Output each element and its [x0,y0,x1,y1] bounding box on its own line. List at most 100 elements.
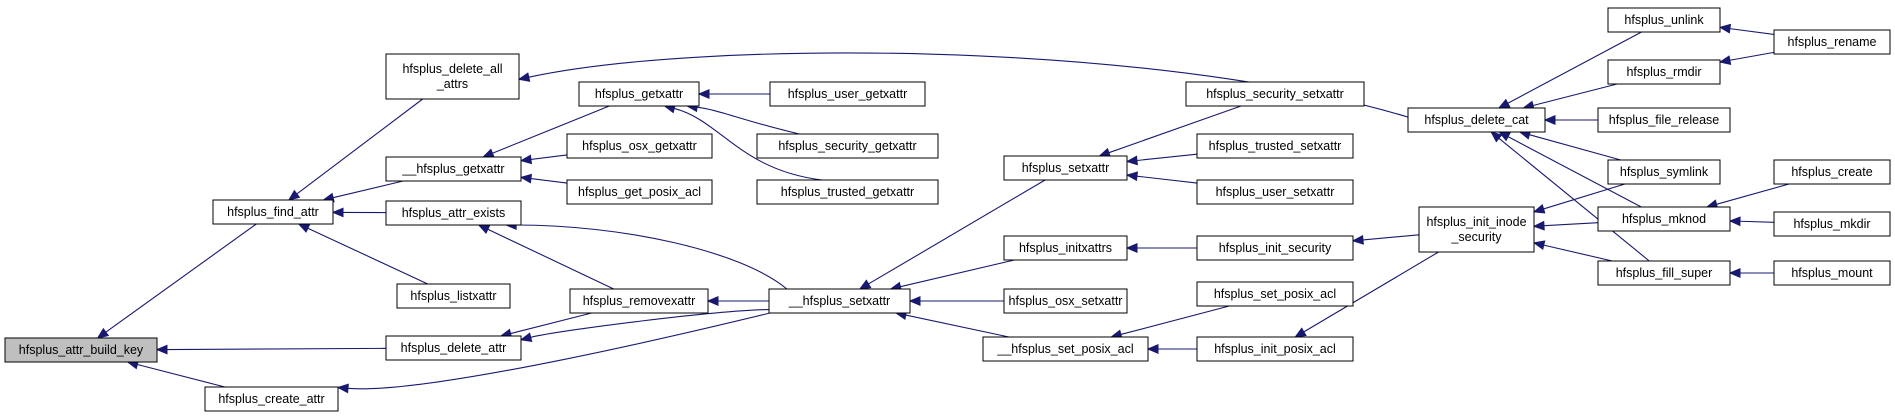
node-hfsplus-set-posix-acl[interactable]: hfsplus_set_posix_acl [1196,281,1354,307]
node-box [1003,288,1128,314]
node-box [982,336,1149,362]
edge-n14-to-n9 [685,102,800,135]
node-label: hfsplus_attr_build_key [19,343,144,357]
node-box [1597,107,1731,133]
node-hfsplus-security-setxattr[interactable]: hfsplus_security_setxattr [1185,81,1365,107]
node-hfsplus-user-getxattr[interactable]: hfsplus_user_getxattr [769,81,926,107]
arrow-head [1728,268,1741,278]
node-hfsplus-fill-super[interactable]: hfsplus_fill_super [1597,260,1731,286]
node-hfsplus-osx-getxattr[interactable]: hfsplus_osx_getxattr [566,133,713,159]
arrow-head [519,332,533,343]
node-hfsplus-osx-setxattr[interactable]: hfsplus_osx_setxattr [1003,288,1128,314]
edge-n12-to-n3 [519,309,770,343]
edge-line [105,223,257,333]
node-box [1196,133,1354,159]
node-hfsplus-removexattr[interactable]: hfsplus_removexattr [569,288,709,314]
node-hfsplus-mknod[interactable]: hfsplus_mknod [1597,206,1731,232]
edge-line [1507,31,1642,104]
edge-n36-to-n32 [1728,216,1775,227]
node-box [385,335,522,361]
edge-line [1729,51,1775,61]
node-box [1196,281,1354,307]
node-label: hfsplus_trusted_setxattr [1209,139,1342,153]
node-hfsplus-rmdir[interactable]: hfsplus_rmdir [1607,59,1721,85]
edge-line [1532,83,1618,107]
node-hfsplus-find-attr[interactable]: hfsplus_find_attr [212,199,334,225]
edge-n21-to-n16 [1125,153,1198,166]
arrow-head [1718,23,1732,34]
node-hfsplus-init-posix-acl[interactable]: hfsplus_init_posix_acl [1196,336,1354,362]
node-hfsplus-getxattr[interactable]: hfsplus_getxattr [578,81,700,107]
node-label: hfsplus_fill_super [1616,266,1713,280]
node-hfsplus-file-release[interactable]: hfsplus_file_release [1597,107,1731,133]
edge-line [1108,105,1242,154]
node-hfsplus-delete-cat[interactable]: hfsplus_delete_cat [1407,107,1546,133]
node-hfsplus-delete-all-attrs[interactable]: hfsplus_delete_all_attrs [385,53,520,100]
node-label: hfsplus_mount [1791,266,1873,280]
arrow-head [477,224,491,234]
arrow-head [908,296,921,306]
node-box [396,283,511,309]
node-hfsplus-rename[interactable]: hfsplus_rename [1773,29,1891,55]
node-hfsplus-listxattr[interactable]: hfsplus_listxattr [396,283,511,309]
node-label: hfsplus_symlink [1620,165,1709,179]
node-hfsplus-create[interactable]: hfsplus_create [1773,159,1891,185]
node-label: hfsplus_init_inode [1426,215,1526,229]
arrow-head [519,173,533,184]
node-hfsplus-security-getxattr[interactable]: hfsplus_security_getxattr [756,133,939,159]
edge-n18-to-n12 [908,296,1004,306]
node-box [566,133,713,159]
edge-n13-to-n9 [697,89,770,99]
node-box [1185,81,1365,107]
node-label: hfsplus_init_posix_acl [1214,342,1336,356]
node-hfsplus-setxattr[interactable]: hfsplus_setxattr [1003,155,1128,181]
edge-n27-to-n25 [1294,251,1439,338]
node-label: hfsplus_trusted_getxattr [781,185,914,199]
node-hfsplus-init-inode-security[interactable]: hfsplus_init_inode_security [1418,206,1535,253]
edge-n37-to-n33 [1728,268,1774,278]
node-hfsplus-create-attr[interactable]: hfsplus_create_attr [204,386,339,412]
node-hfsplus-symlink[interactable]: hfsplus_symlink [1607,159,1721,185]
node-hfsplus-attr-build-key[interactable]: hfsplus_attr_build_key [4,337,158,363]
node-label: hfsplus_find_attr [227,205,319,219]
node-label: _security [1450,230,1502,244]
node-label: hfsplus_security_setxattr [1206,87,1344,101]
node-hfsplus-set-posix-acl[interactable]: __hfsplus_set_posix_acl [982,336,1149,362]
edge-n35-to-n32 [1705,183,1790,209]
node-box [1773,260,1891,286]
node-hfsplus-trusted-setxattr[interactable]: hfsplus_trusted_setxattr [1196,133,1354,159]
node-hfsplus-mount[interactable]: hfsplus_mount [1773,260,1891,286]
node-box [769,81,926,107]
node-box [1196,179,1354,205]
node-hfsplus-init-security[interactable]: hfsplus_init_security [1196,235,1354,261]
arrow-head [1532,240,1546,251]
edge-line [487,228,614,290]
node-hfsplus-trusted-getxattr[interactable]: hfsplus_trusted_getxattr [756,179,939,205]
node-hfsplus-get-posix-acl[interactable]: hfsplus_get_posix_acl [566,179,713,205]
edge-n11-to-n5 [519,173,568,184]
node-label: hfsplus_listxattr [410,289,496,303]
node-hfsplus-user-setxattr[interactable]: hfsplus_user_setxattr [1196,179,1354,205]
node-hfsplus-attr-exists[interactable]: hfsplus_attr_exists [385,200,522,226]
node-box [204,386,339,412]
node-hfsplus-mkdir[interactable]: hfsplus_mkdir [1773,211,1891,237]
node-hfsplus-initxattrs[interactable]: hfsplus_initxattrs [1003,235,1128,261]
edge-n19-to-n12 [894,310,1010,338]
node-hfsplus-unlink[interactable]: hfsplus_unlink [1607,7,1721,33]
edge-n34-to-n29 [1718,51,1775,66]
arrow-head [297,223,311,233]
arrow-head [706,296,719,306]
node-hfsplus-setxattr[interactable]: __hfsplus_setxattr [768,288,911,314]
node-hfsplus-getxattr[interactable]: __hfsplus_getxattr [385,156,522,182]
edge-line [1120,305,1230,335]
arrow-head [96,327,110,339]
node-label: hfsplus_delete_attr [401,341,507,355]
node-hfsplus-delete-attr[interactable]: hfsplus_delete_attr [385,335,522,361]
edge-n33-to-n27 [1532,240,1613,262]
node-label: hfsplus_setxattr [1022,161,1110,175]
node-box [1607,159,1721,185]
edge-line [1543,222,1599,227]
arrow-head [1497,98,1511,109]
arrow-head [155,344,168,355]
node-box [1003,235,1128,261]
